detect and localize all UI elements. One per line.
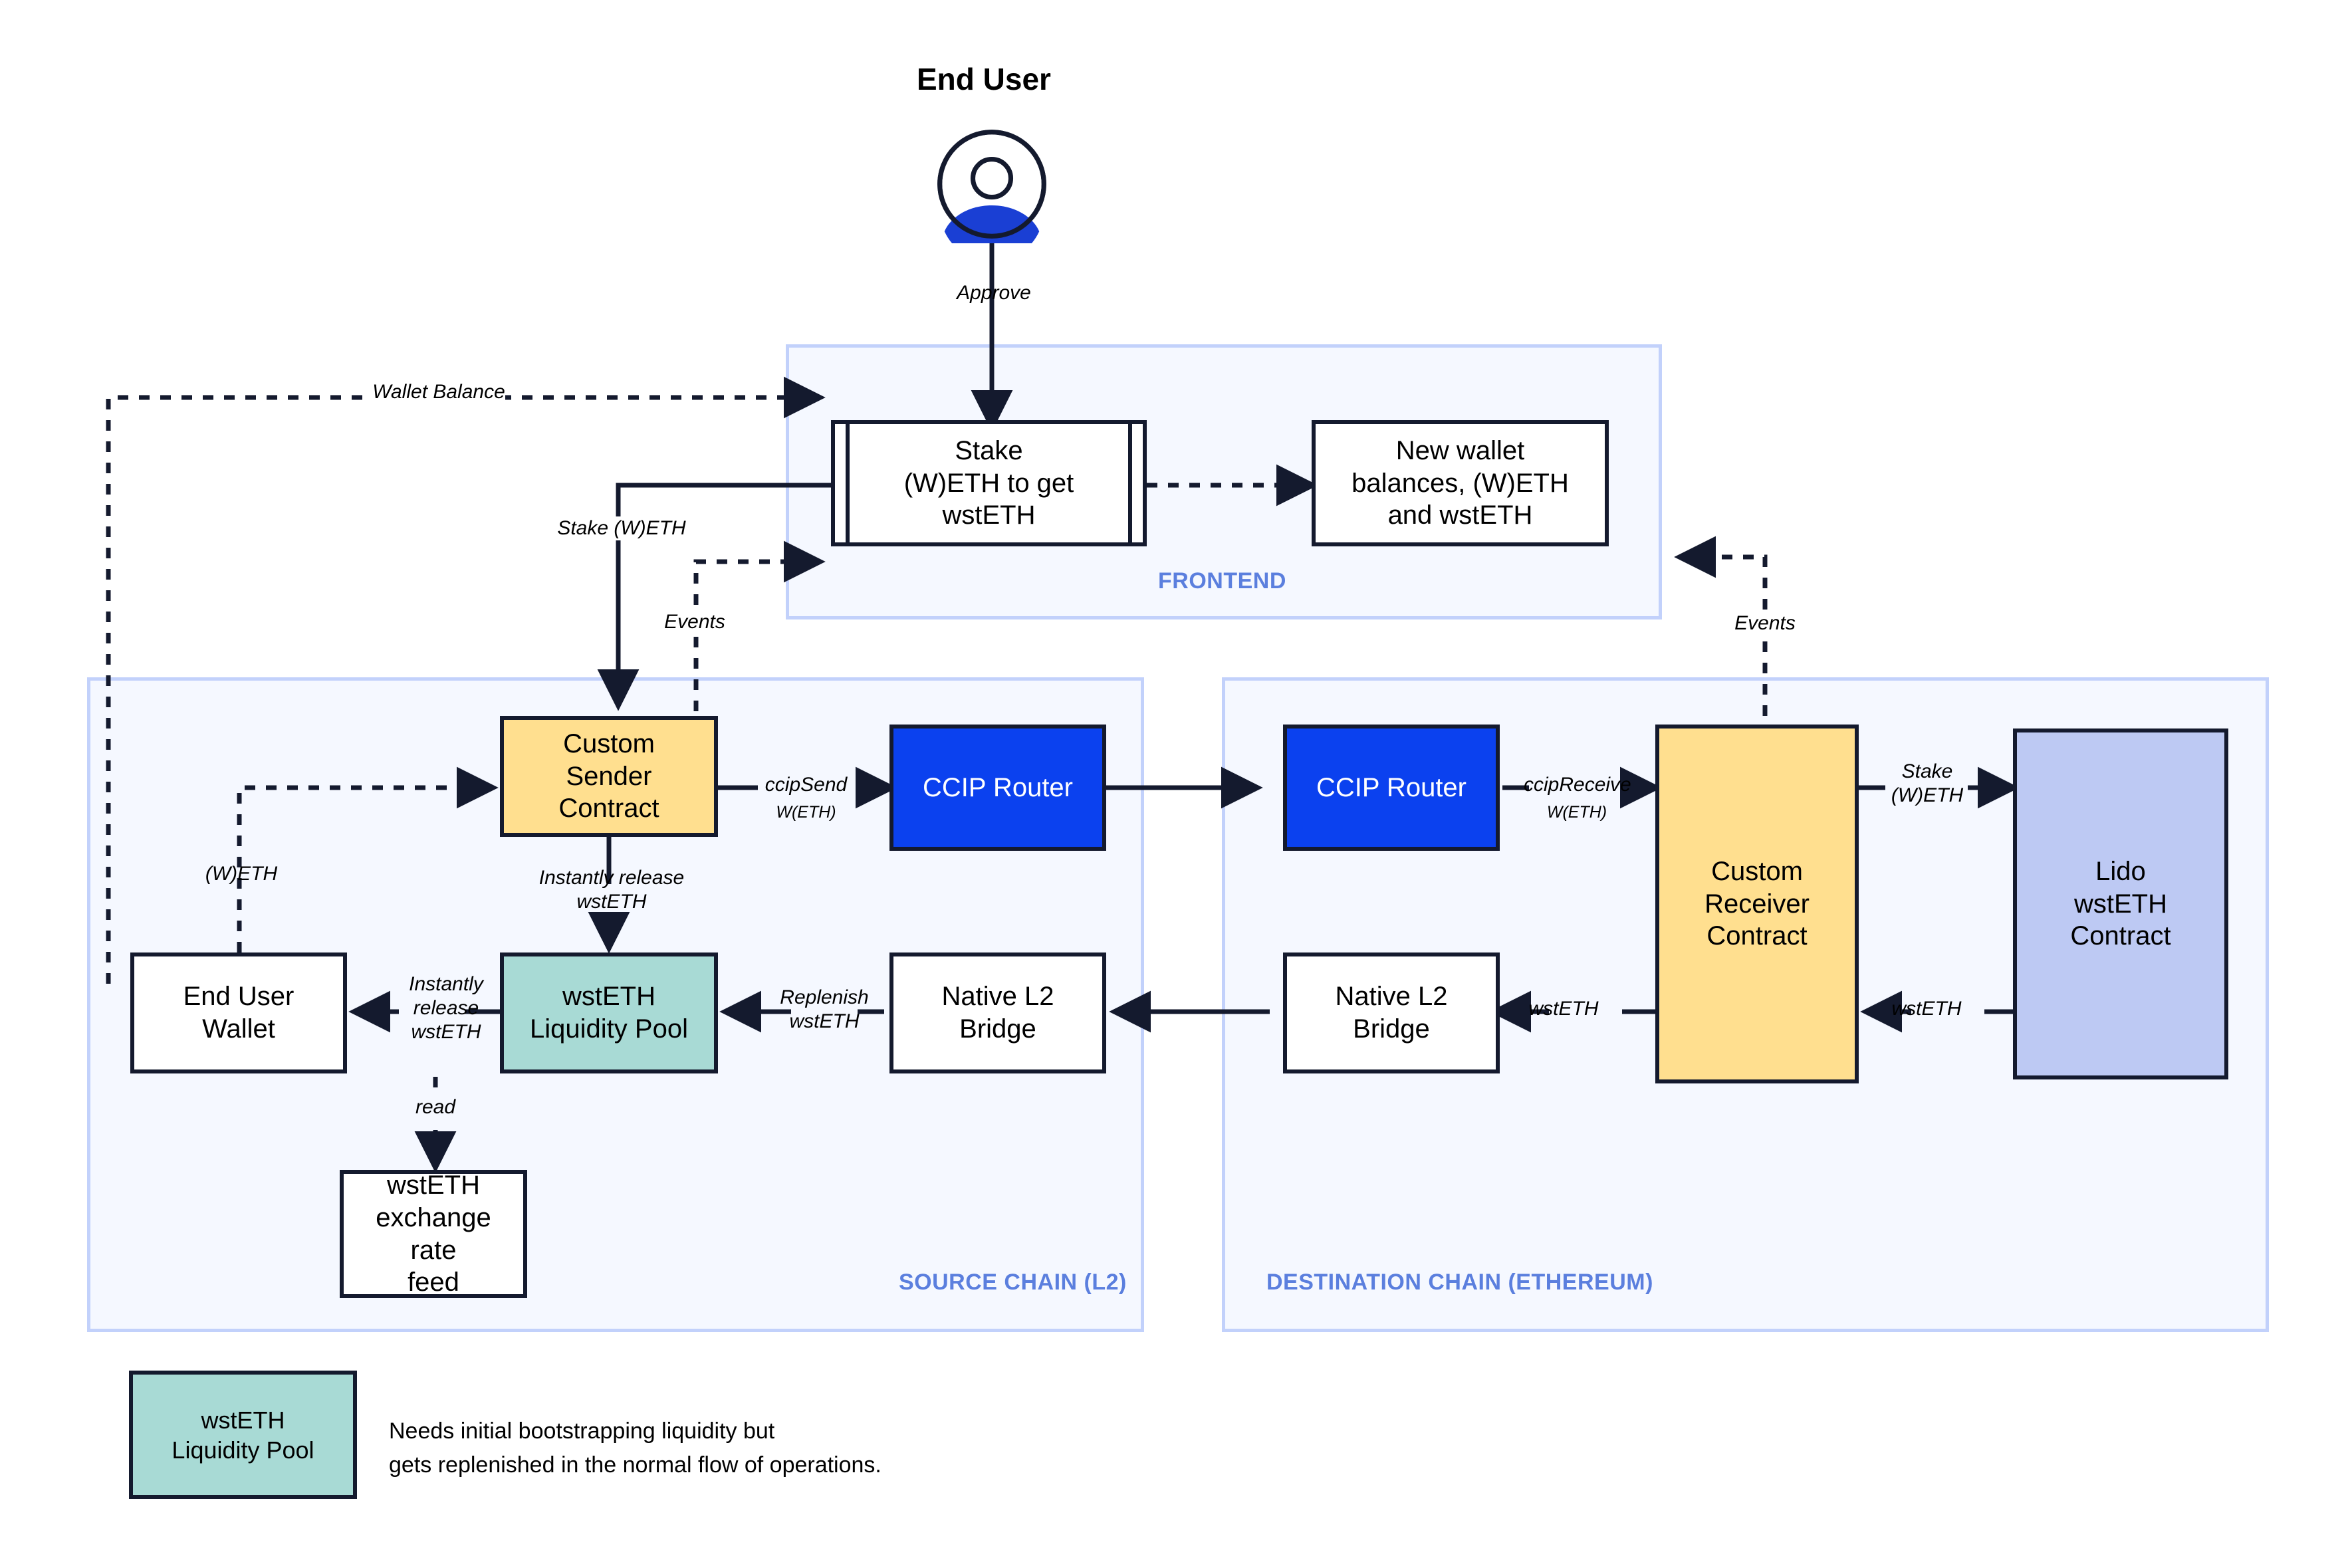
edge-label-read: read [396, 1095, 475, 1119]
user-avatar-icon [933, 125, 1051, 262]
zone-destination-chain-label: DESTINATION CHAIN (ETHEREUM) [1266, 1270, 1653, 1295]
node-ccip-router-destination-label: CCIP Router [1316, 772, 1467, 802]
node-native-l2-bridge-destination-label: Native L2 Bridge [1335, 982, 1448, 1044]
legend-swatch-liquidity-pool: wstETH Liquidity Pool [129, 1371, 357, 1499]
node-ccip-router-destination: CCIP Router [1283, 725, 1500, 851]
node-ccip-router-source: CCIP Router [889, 725, 1106, 851]
edge-label-instantly-release-down: Instantly release wstETH [538, 867, 685, 913]
edge-label-ccip-send: ccipSend [764, 774, 848, 796]
node-lido-wsteth-contract-label: Lido wstETH Contract [2070, 856, 2171, 951]
zone-source-chain-label: SOURCE CHAIN (L2) [899, 1270, 1127, 1295]
edge-label-wsteth-right: wstETH [1891, 998, 1962, 1020]
node-native-l2-bridge-source-label: Native L2 Bridge [941, 982, 1054, 1044]
node-wsteth-liquidity-pool-label: wstETH Liquidity Pool [530, 982, 688, 1044]
edge-label-ccip-receive-sub: W(ETH) [1546, 803, 1607, 822]
node-stake-form[interactable]: Stake (W)ETH to get wstETH [831, 420, 1147, 546]
edge-label-approve: Approve [957, 282, 1031, 304]
node-custom-sender-contract-label: Custom Sender Contract [558, 728, 659, 824]
legend-note: Needs initial bootstrapping liquidity bu… [389, 1418, 881, 1478]
legend-swatch-label: wstETH Liquidity Pool [172, 1406, 314, 1464]
edge-label-replenish-wsteth: Replenish wstETH [780, 986, 869, 1032]
node-wsteth-exchange-rate-feed: wstETH exchange rate feed [340, 1170, 527, 1298]
node-ccip-router-source-label: CCIP Router [922, 772, 1073, 802]
node-custom-sender-contract: Custom Sender Contract [500, 716, 718, 837]
zone-frontend-label: FRONTEND [1158, 568, 1286, 594]
node-new-wallet-balances-label: New wallet balances, (W)ETH and wstETH [1351, 435, 1569, 530]
node-wsteth-exchange-rate-feed-label: wstETH exchange rate feed [376, 1170, 491, 1297]
edge-label-weth-left: (W)ETH [205, 863, 278, 885]
node-custom-receiver-contract-label: Custom Receiver Contract [1704, 856, 1810, 951]
edge-label-ccip-receive: ccipReceive [1524, 774, 1631, 796]
edge-label-stake-weth: Stake (W)ETH [545, 516, 698, 540]
edge-label-stake-weth-right: Stake (W)ETH [1881, 760, 1973, 808]
edge-label-events-right: Events [1725, 612, 1805, 635]
edge-label-instantly-release-left: Instantly release wstETH [409, 973, 483, 1043]
edge-label-stake-weth-right-line1: Stake (W)ETH [1891, 760, 1964, 806]
edge-label-ccip-send-sub: W(ETH) [776, 803, 836, 822]
node-native-l2-bridge-source: Native L2 Bridge [889, 952, 1106, 1073]
node-new-wallet-balances: New wallet balances, (W)ETH and wstETH [1312, 420, 1609, 546]
edge-label-wallet-balance: Wallet Balance [372, 380, 505, 404]
node-end-user-wallet: End User Wallet [130, 952, 347, 1073]
edge-label-wsteth-mid: wstETH [1528, 998, 1599, 1020]
node-wsteth-liquidity-pool: wstETH Liquidity Pool [500, 952, 718, 1073]
node-lido-wsteth-contract: Lido wstETH Contract [2013, 728, 2228, 1079]
edge-label-events-left: Events [655, 610, 735, 634]
node-end-user-wallet-label: End User Wallet [183, 982, 294, 1044]
page-title: End User [917, 62, 1051, 96]
node-custom-receiver-contract: Custom Receiver Contract [1655, 725, 1859, 1083]
node-stake-form-label: Stake (W)ETH to get wstETH [903, 435, 1074, 530]
node-native-l2-bridge-destination: Native L2 Bridge [1283, 952, 1500, 1073]
